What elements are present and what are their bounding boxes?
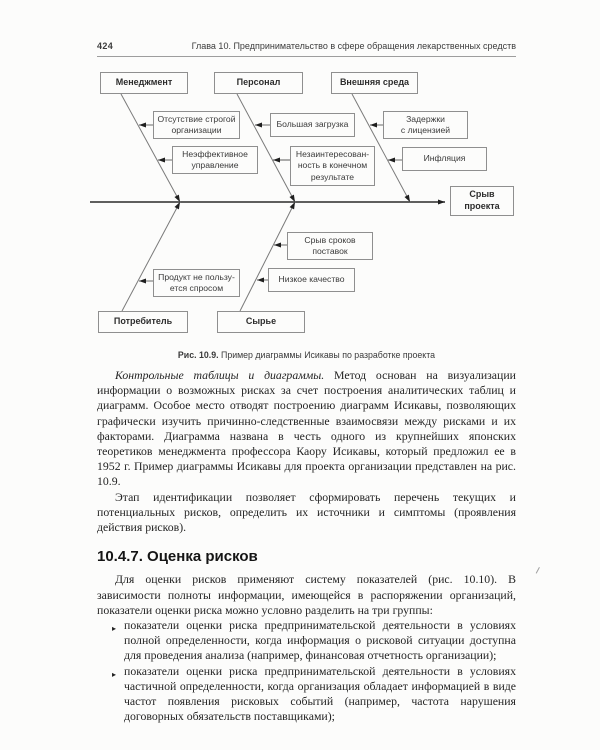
list-item: ▸ показатели оценки риска предпринимател… xyxy=(112,618,516,664)
figure-caption-label: Рис. 10.9. xyxy=(177,350,219,360)
diagram-box-no-demand: Продукт не пользу- ется спросом xyxy=(153,269,240,297)
bullet-marker-icon: ▸ xyxy=(112,624,117,634)
diagram-box-raw-materials: Сырье xyxy=(217,311,305,333)
diagram-box-inflation: Инфляция xyxy=(402,147,487,171)
paragraph-lead-italic: Контрольные таблицы и диаграммы. xyxy=(115,368,325,382)
paragraph-risk-assessment: Для оценки рисков применяют систему пока… xyxy=(97,572,516,617)
diagram-lines xyxy=(90,93,445,312)
scan-artifact xyxy=(535,567,545,576)
bullet-text: показатели оценки риска предпринимательс… xyxy=(124,663,516,724)
list-item: ▸ показатели оценки риска предпринимател… xyxy=(112,664,516,725)
diagram-box-management: Менеджмент xyxy=(100,72,188,94)
diagram-box-personnel: Персонал xyxy=(214,72,303,94)
paragraph-identification: Этап идентификации позволяет сформироват… xyxy=(97,489,516,535)
section-heading: 10.4.7. Оценка рисков xyxy=(97,548,258,566)
running-head: 424 Глава 10. Предпринимательство в сфер… xyxy=(97,41,516,57)
diagram-box-environment: Внешняя среда xyxy=(331,72,418,94)
diagram-box-license-delays: Задержки с лицензией xyxy=(383,111,468,139)
diagram-box-low-quality: Низкое качество xyxy=(268,268,355,292)
figure-caption-text: Пример диаграммы Исикавы по разработке п… xyxy=(218,350,436,360)
ishikawa-diagram: Менеджмент Персонал Внешняя среда Отсутс… xyxy=(85,62,520,347)
diagram-box-no-interest: Незаинтересован- ность в конечном резуль… xyxy=(290,146,375,186)
page-number: 424 xyxy=(97,41,114,51)
paragraph-control-tables-text: Метод основан на визуализации информации… xyxy=(97,368,516,489)
diagram-box-delivery-delays: Срыв сроков поставок xyxy=(287,232,373,260)
diagram-box-project-failure: Срыв проекта xyxy=(450,186,514,216)
diagram-box-no-strict-org: Отсутствие строгой организации xyxy=(153,111,240,139)
diagram-box-ineffective-management: Неэффективное управление xyxy=(172,146,258,174)
diagram-box-consumer: Потребитель xyxy=(98,311,188,333)
bullet-text: показатели оценки риска предпринимательс… xyxy=(124,618,516,663)
chapter-title: Глава 10. Предпринимательство в сфере об… xyxy=(191,41,516,51)
body-text: Контрольные таблицы и диаграммы. Метод о… xyxy=(97,368,516,724)
bullet-marker-icon: ▸ xyxy=(112,669,117,679)
diagram-box-heavy-load: Большая загрузка xyxy=(270,113,355,137)
paragraph-control-tables: Контрольные таблицы и диаграммы. Метод о… xyxy=(97,368,516,490)
figure-caption: Рис. 10.9. Пример диаграммы Исикавы по р… xyxy=(97,350,516,360)
